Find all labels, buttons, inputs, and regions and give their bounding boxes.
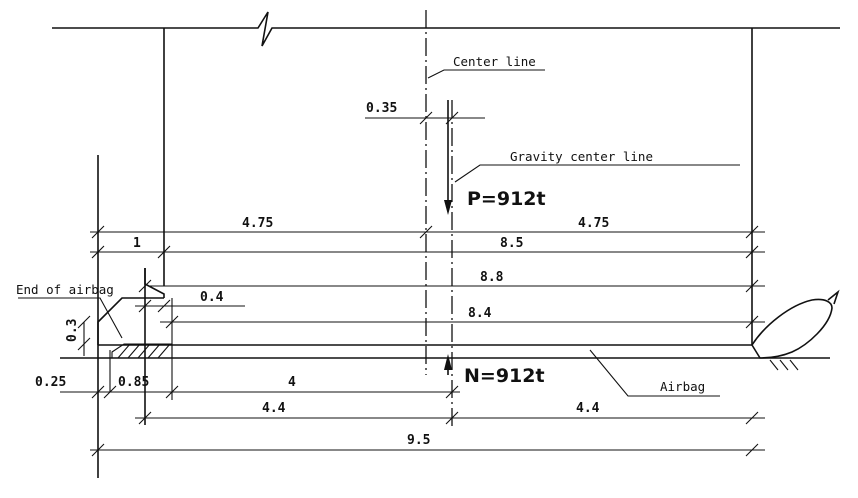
dim-0-4: 0.4 [200,290,224,305]
dim-4: 4 [288,375,296,390]
airbag-label: Airbag [660,379,705,394]
leader-lines [18,69,740,397]
hull-bottom-profile [97,268,752,346]
load-p-label: P=912t [467,188,546,210]
dim-8-8: 8.8 [480,270,504,285]
top-edge-line [52,11,840,47]
dim-0-35: 0.35 [366,101,397,116]
load-arrow-p [444,100,452,215]
dim-1: 1 [133,236,141,251]
dimension-lines [60,117,765,451]
dim-0-25: 0.25 [35,375,66,390]
dim-9-5: 9.5 [407,433,430,448]
dim-0-85: 0.85 [118,375,149,390]
dim-left-4-75: 4.75 [242,216,273,231]
dim-8-4: 8.4 [468,306,492,321]
reaction-arrow-n [444,354,452,375]
reaction-n-label: N=912t [464,365,545,387]
dim-8-5: 8.5 [500,236,523,251]
gravity-center-line-label: Gravity center line [510,149,653,164]
center-line-label: Center line [453,54,536,69]
dim-left-4-4: 4.4 [262,401,286,416]
dim-0-3: 0.3 [65,319,80,342]
airbag-end-hatch [111,343,173,359]
dim-right-4-4: 4.4 [576,401,600,416]
airbag-shape [751,289,840,371]
dimension-ticks [77,111,759,457]
dim-right-4-75: 4.75 [578,216,609,231]
end-of-airbag-label: End of airbag [16,282,114,297]
